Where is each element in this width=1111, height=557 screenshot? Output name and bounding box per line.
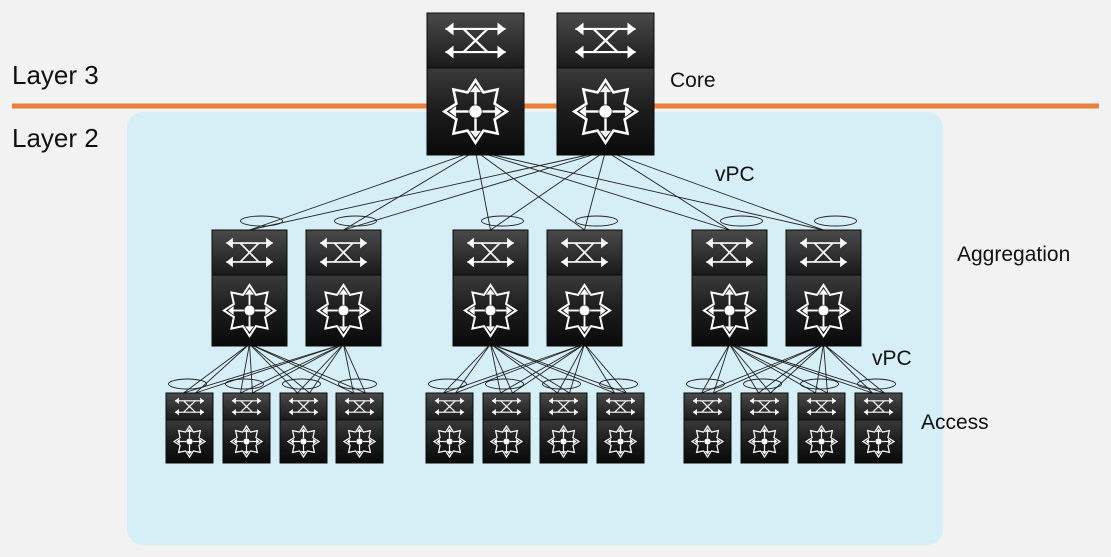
switch-icon — [548, 397, 579, 416]
switch-icon — [575, 22, 636, 59]
switches — [165, 12, 903, 464]
router-icon — [316, 283, 371, 338]
layer2-label: Layer 2 — [12, 123, 99, 153]
aggregation-switch-6 — [785, 229, 862, 347]
router-icon — [690, 424, 725, 459]
port-channel-markers — [168, 215, 896, 390]
core-switch-2 — [556, 12, 655, 156]
router-icon — [172, 424, 207, 459]
access-switch-7 — [539, 392, 588, 464]
core-label: Core — [670, 69, 716, 92]
switch-icon — [288, 397, 319, 416]
core-switch-1 — [426, 12, 525, 156]
aggregation-switch-3 — [452, 229, 529, 347]
switch-icon — [800, 237, 847, 268]
router-icon — [342, 424, 377, 459]
router-icon — [546, 424, 581, 459]
access-switch-6 — [482, 392, 531, 464]
aggregation-switch-4 — [546, 229, 623, 347]
switch-icon — [749, 397, 780, 416]
switch-icon — [174, 397, 205, 416]
switch-icon — [226, 237, 273, 268]
access-switch-2 — [222, 392, 271, 464]
access-switch-10 — [740, 392, 789, 464]
router-icon — [747, 424, 782, 459]
router-icon — [229, 424, 264, 459]
access-switch-3 — [279, 392, 328, 464]
router-icon — [489, 424, 524, 459]
router-icon — [441, 77, 510, 146]
router-icon — [796, 283, 851, 338]
router-icon — [861, 424, 896, 459]
aggregation-switch-1 — [211, 229, 288, 347]
access-switch-11 — [797, 392, 846, 464]
access-switch-8 — [596, 392, 645, 464]
switch-icon — [320, 237, 367, 268]
router-icon — [702, 283, 757, 338]
layer2-region — [127, 112, 943, 545]
router-icon — [571, 77, 640, 146]
aggregation-switch-2 — [305, 229, 382, 347]
router-icon — [463, 283, 518, 338]
switch-icon — [344, 397, 375, 416]
router-icon — [286, 424, 321, 459]
access-switch-5 — [425, 392, 474, 464]
aggregation-switch-5 — [691, 229, 768, 347]
router-icon — [804, 424, 839, 459]
vpc-access-label: vPC — [872, 347, 912, 370]
layer3-label: Layer 3 — [12, 60, 99, 90]
router-icon — [557, 283, 612, 338]
access-switch-4 — [335, 392, 384, 464]
switch-icon — [706, 237, 753, 268]
router-icon — [222, 283, 277, 338]
switch-icon — [445, 22, 506, 59]
access-label: Access — [921, 411, 989, 434]
router-icon — [432, 424, 467, 459]
switch-icon — [434, 397, 465, 416]
switch-icon — [692, 397, 723, 416]
router-icon — [603, 424, 638, 459]
switch-icon — [467, 237, 514, 268]
switch-icon — [806, 397, 837, 416]
access-switch-12 — [854, 392, 903, 464]
aggregation-label: Aggregation — [957, 243, 1071, 266]
switch-icon — [605, 397, 636, 416]
access-switch-1 — [165, 392, 214, 464]
access-switch-9 — [683, 392, 732, 464]
switch-icon — [491, 397, 522, 416]
switch-icon — [231, 397, 262, 416]
vpc-core-label: vPC — [715, 163, 755, 186]
switch-icon — [863, 397, 894, 416]
switch-icon — [561, 237, 608, 268]
